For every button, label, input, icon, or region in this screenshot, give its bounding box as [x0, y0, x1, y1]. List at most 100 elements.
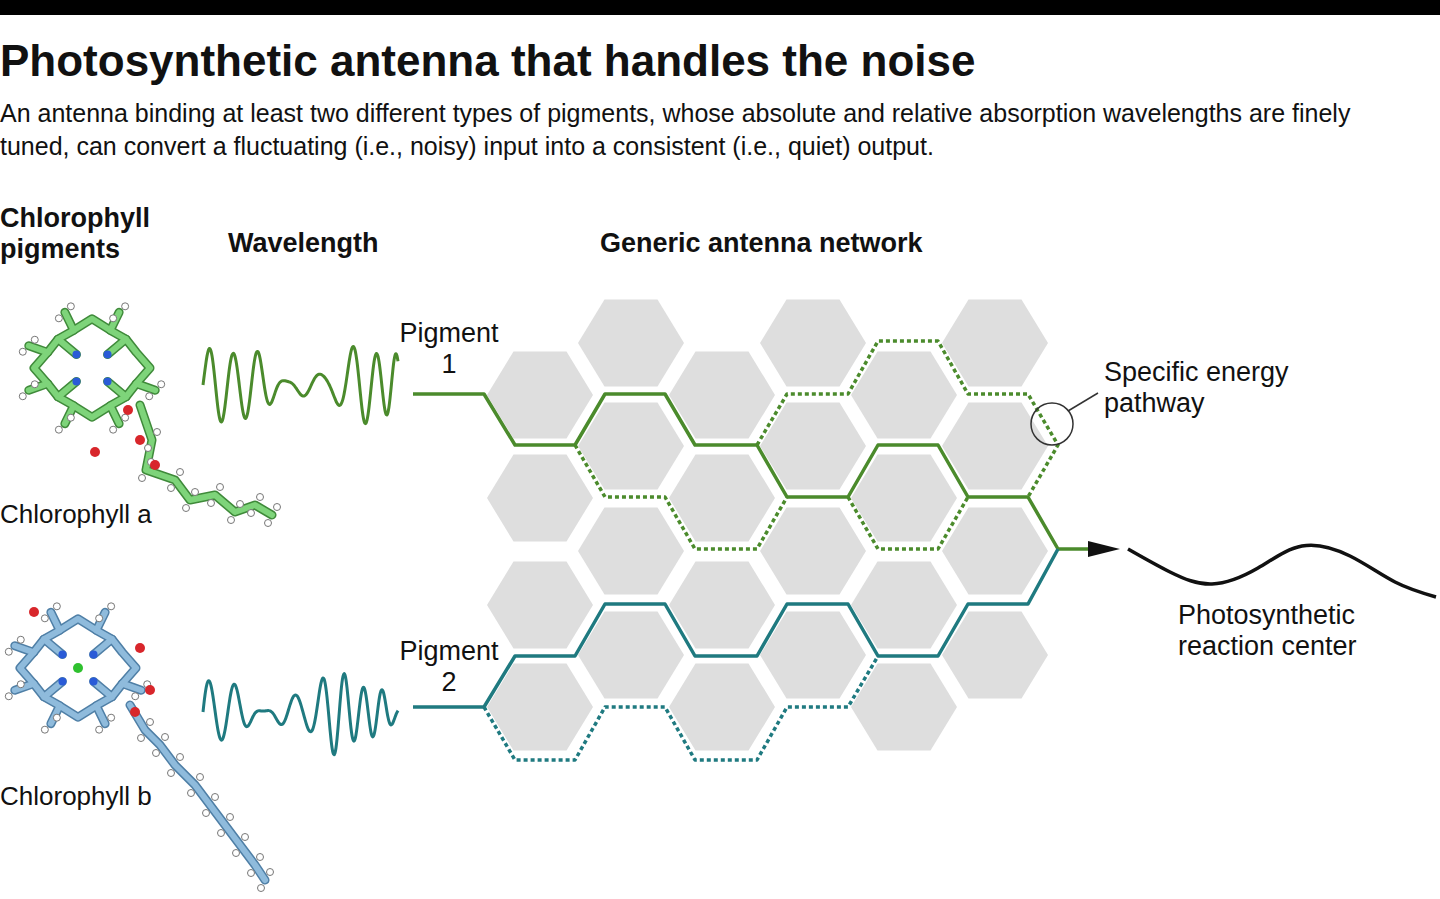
bond-outline	[51, 706, 60, 724]
bond	[51, 706, 60, 724]
hydrogen-atom	[19, 348, 26, 355]
nitrogen-atom	[58, 677, 66, 685]
bond	[20, 619, 136, 718]
nitrogen-atom	[104, 377, 112, 385]
hydrogen-atom	[192, 489, 199, 496]
alternative-pathway	[757, 341, 1058, 497]
hydrogen-atom	[19, 393, 26, 400]
hydrogen-atom	[265, 520, 272, 527]
bond-outline	[65, 406, 74, 424]
oxygen-atom	[135, 643, 145, 653]
bond	[65, 312, 74, 330]
hydrogen-atom	[96, 615, 103, 622]
bond	[29, 346, 48, 353]
arrowhead	[1088, 541, 1120, 557]
hydrogen-atom	[208, 500, 215, 507]
hydrogen-atom	[96, 726, 103, 733]
bond	[122, 684, 141, 691]
hydrogen-atom	[67, 303, 74, 310]
bond-outline	[51, 612, 60, 630]
hexagon-grid	[487, 299, 1048, 750]
hexagon	[851, 663, 957, 750]
hydrogen-atom	[248, 870, 255, 877]
hydrogen-atom	[145, 445, 152, 452]
molecule-label: Chlorophyll b	[0, 782, 180, 812]
hydrogen-atom	[162, 734, 169, 741]
title: Photosynthetic antenna that handles the …	[0, 36, 1430, 87]
oxygen-atom	[145, 685, 155, 695]
hydrogen-atom	[168, 770, 175, 777]
hydrogen-atom	[153, 750, 160, 757]
bond-outline	[65, 312, 74, 330]
hydrogen-atom	[17, 636, 24, 643]
bond	[51, 612, 60, 630]
molecule-label: Chlorophyll a	[0, 500, 180, 530]
bond-outline	[15, 646, 34, 653]
hydrogen-atom	[217, 484, 224, 491]
hydrogen-atom	[257, 494, 264, 501]
hexagon	[487, 454, 593, 541]
hydrogen-atom	[108, 714, 115, 721]
hydrogen-atom	[41, 726, 48, 733]
bond	[96, 706, 105, 724]
hydrogen-atom	[233, 850, 240, 857]
hexagon	[578, 507, 684, 594]
hexagon	[760, 507, 866, 594]
column-heading: Wavelength	[228, 228, 428, 259]
hydrogen-atom	[257, 854, 264, 861]
alternative-pathway	[848, 497, 968, 549]
nitrogen-atom	[90, 677, 98, 685]
hydrogen-atom	[31, 336, 38, 343]
hydrogen-atom	[41, 615, 48, 622]
hydrogen-atom	[203, 810, 210, 817]
hydrogen-atom	[177, 469, 184, 476]
hydrogen-atom	[154, 429, 161, 436]
hydrogen-atom	[158, 381, 165, 388]
bond-outline	[96, 706, 105, 724]
hydrogen-atom	[228, 517, 235, 524]
hydrogen-atom	[139, 475, 146, 482]
bond-outline	[136, 384, 155, 391]
hydrogen-atom	[132, 693, 139, 700]
bond	[136, 384, 155, 391]
bond-outline	[122, 684, 141, 691]
bond	[110, 312, 119, 330]
bond-outline	[110, 312, 119, 330]
pigment-molecule	[19, 303, 280, 527]
nitrogen-atom	[72, 377, 80, 385]
bond	[140, 405, 272, 515]
hydrogen-atom	[138, 735, 145, 742]
hexagon	[942, 299, 1048, 386]
hexagon	[487, 561, 593, 648]
alternative-pathway	[484, 656, 878, 760]
magnesium-atom	[73, 663, 83, 673]
alternative-pathway	[575, 445, 787, 549]
hexagon	[669, 663, 775, 750]
hydrogen-atom	[108, 603, 115, 610]
hydrogen-atom	[55, 426, 62, 433]
pigment-label: Pigment 1	[393, 318, 505, 380]
hydrogen-atom	[183, 505, 190, 512]
hydrogen-atom	[31, 381, 38, 388]
energy-pathway	[413, 394, 1095, 549]
bond	[65, 406, 74, 424]
hydrogen-atom	[227, 814, 234, 821]
noisy-wave	[203, 347, 398, 424]
bond	[34, 319, 150, 418]
pigment-label: Pigment 2	[393, 636, 505, 698]
oxygen-atom	[150, 460, 160, 470]
bond-outline	[96, 612, 105, 630]
bond	[110, 406, 119, 424]
nitrogen-atom	[104, 351, 112, 359]
nitrogen-atom	[90, 651, 98, 659]
bond	[96, 612, 105, 630]
hexagon	[578, 299, 684, 386]
hydrogen-atom	[188, 790, 195, 797]
hydrogen-atom	[274, 504, 281, 511]
hydrogen-atom	[212, 794, 219, 801]
oxygen-atom	[123, 405, 133, 415]
hydrogen-atom	[237, 501, 244, 508]
hydrogen-atom	[67, 414, 74, 421]
bond-outline	[34, 319, 150, 418]
hydrogen-atom	[168, 485, 175, 492]
